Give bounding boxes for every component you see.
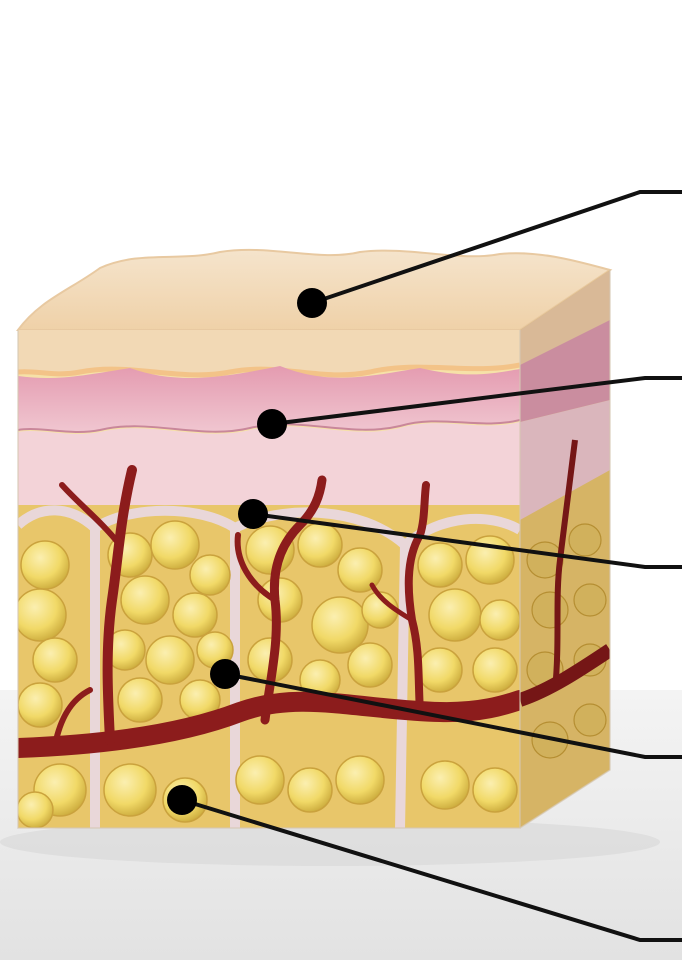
callout-dot-blood-vessel	[210, 659, 240, 689]
callout-dot-dermis-layer	[257, 409, 287, 439]
callout-dot-epidermis-surface	[297, 288, 327, 318]
side-face	[520, 260, 615, 840]
callout-dot-fat-cells	[167, 785, 197, 815]
front-face	[14, 330, 520, 830]
callout-dot-dermal-connective-tissue	[238, 499, 268, 529]
